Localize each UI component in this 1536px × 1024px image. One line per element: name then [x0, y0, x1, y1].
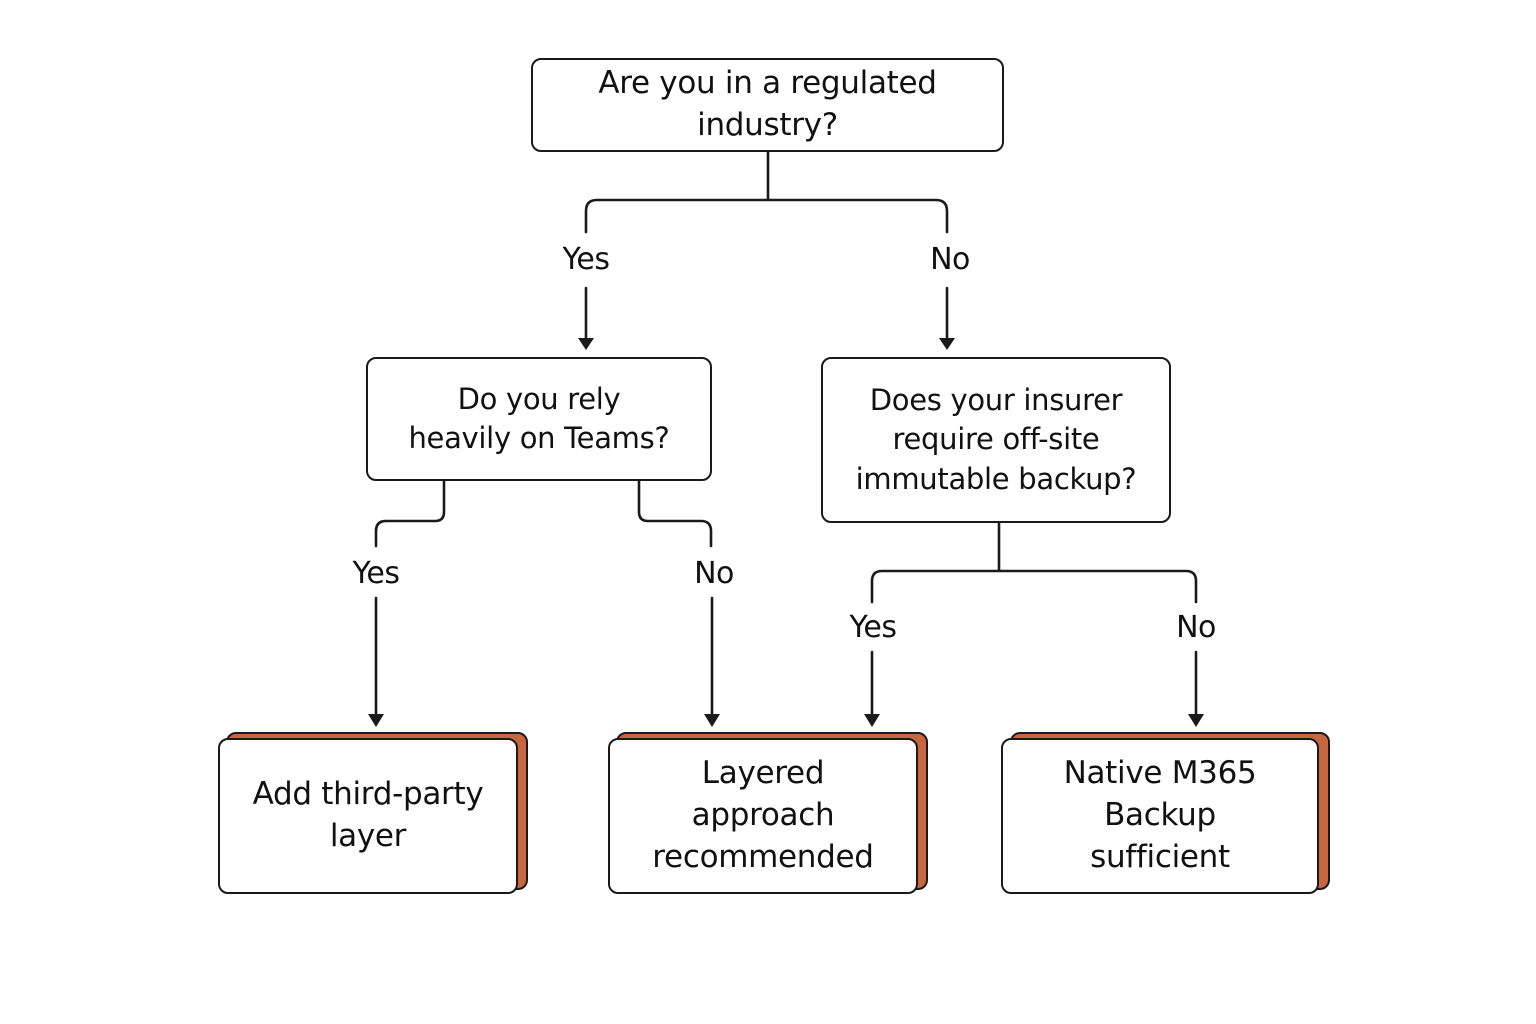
- edge-label-teams-yes: Yes: [350, 556, 402, 591]
- outcome-layered-text: Layered approach recommended: [652, 755, 874, 875]
- arrowhead-insurer-no: [1188, 714, 1204, 727]
- arrowhead-teams-yes: [368, 714, 384, 727]
- connector-root: [584, 150, 949, 234]
- outcome-third-party-text: Add third-party layer: [252, 776, 484, 854]
- edge-label-insurer-yes: Yes: [847, 610, 899, 645]
- arrowhead-root-no: [939, 338, 955, 350]
- connector-teams-no-branch: [637, 478, 713, 548]
- decision-insurer-text: Does your insurer require off-site immut…: [855, 383, 1137, 496]
- outcome-third-party: Add third-party layer: [218, 738, 518, 894]
- outcome-native: Native M365 Backup sufficient: [1001, 738, 1319, 894]
- arrowhead-insurer-yes: [864, 714, 880, 727]
- connector-insurer: [870, 520, 1198, 604]
- arrowhead-teams-no: [704, 714, 720, 727]
- decision-root-text: Are you in a regulated industry?: [598, 65, 937, 143]
- decision-root: Are you in a regulated industry?: [531, 58, 1004, 152]
- outcome-layered: Layered approach recommended: [608, 738, 918, 894]
- outcome-native-text: Native M365 Backup sufficient: [1063, 755, 1257, 875]
- connector-teams-yes-branch: [374, 478, 446, 548]
- arrowhead-root-yes: [578, 338, 594, 350]
- edge-label-root-yes: Yes: [560, 242, 612, 277]
- edge-label-insurer-no: No: [1174, 610, 1218, 645]
- edge-label-root-no: No: [928, 242, 972, 277]
- decision-insurer: Does your insurer require off-site immut…: [821, 357, 1171, 523]
- edge-label-teams-no: No: [692, 556, 736, 591]
- decision-teams: Do you rely heavily on Teams?: [366, 357, 712, 481]
- decision-teams-text: Do you rely heavily on Teams?: [408, 381, 670, 455]
